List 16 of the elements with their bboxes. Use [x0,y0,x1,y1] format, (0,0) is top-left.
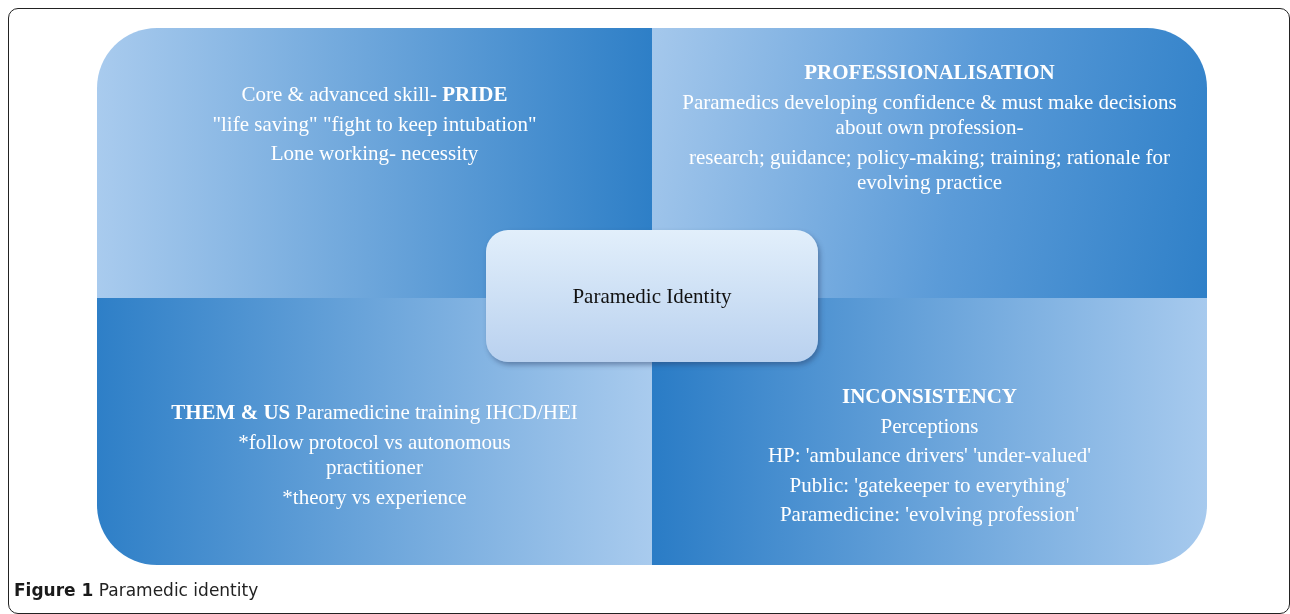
panel-text: THEM & US Paramedicine training IHCD/HEI [171,400,578,426]
panel-text: research; guidance; policy-making; training; rationale for evolving practice [687,144,1172,197]
figure-caption: Figure 1 Paramedic identity [14,580,259,600]
panel-text: Perceptions [880,413,979,440]
panel-text: Core & advanced skill- PRIDE [241,82,508,108]
panel-text: *theory vs experience [282,484,467,511]
center-label: Paramedic Identity [572,283,732,309]
panel-text: HP: 'ambulance drivers' 'under-valued' [767,443,1092,469]
panel-text: Public: 'gatekeeper to everything' [789,472,1070,499]
panel-text: *follow protocol vs autonomous practitioner [237,429,512,481]
center-box [486,230,818,362]
panel-text: Paramedicine: 'evolving profession' [779,502,1080,529]
panel-text: "life saving" "fight to keep intubation" [212,111,537,138]
panel-text: Lone working- necessity [270,141,479,167]
panel-heading: PROFESSIONALISATION [804,60,1055,86]
panel-heading: INCONSISTENCY [841,384,1017,410]
